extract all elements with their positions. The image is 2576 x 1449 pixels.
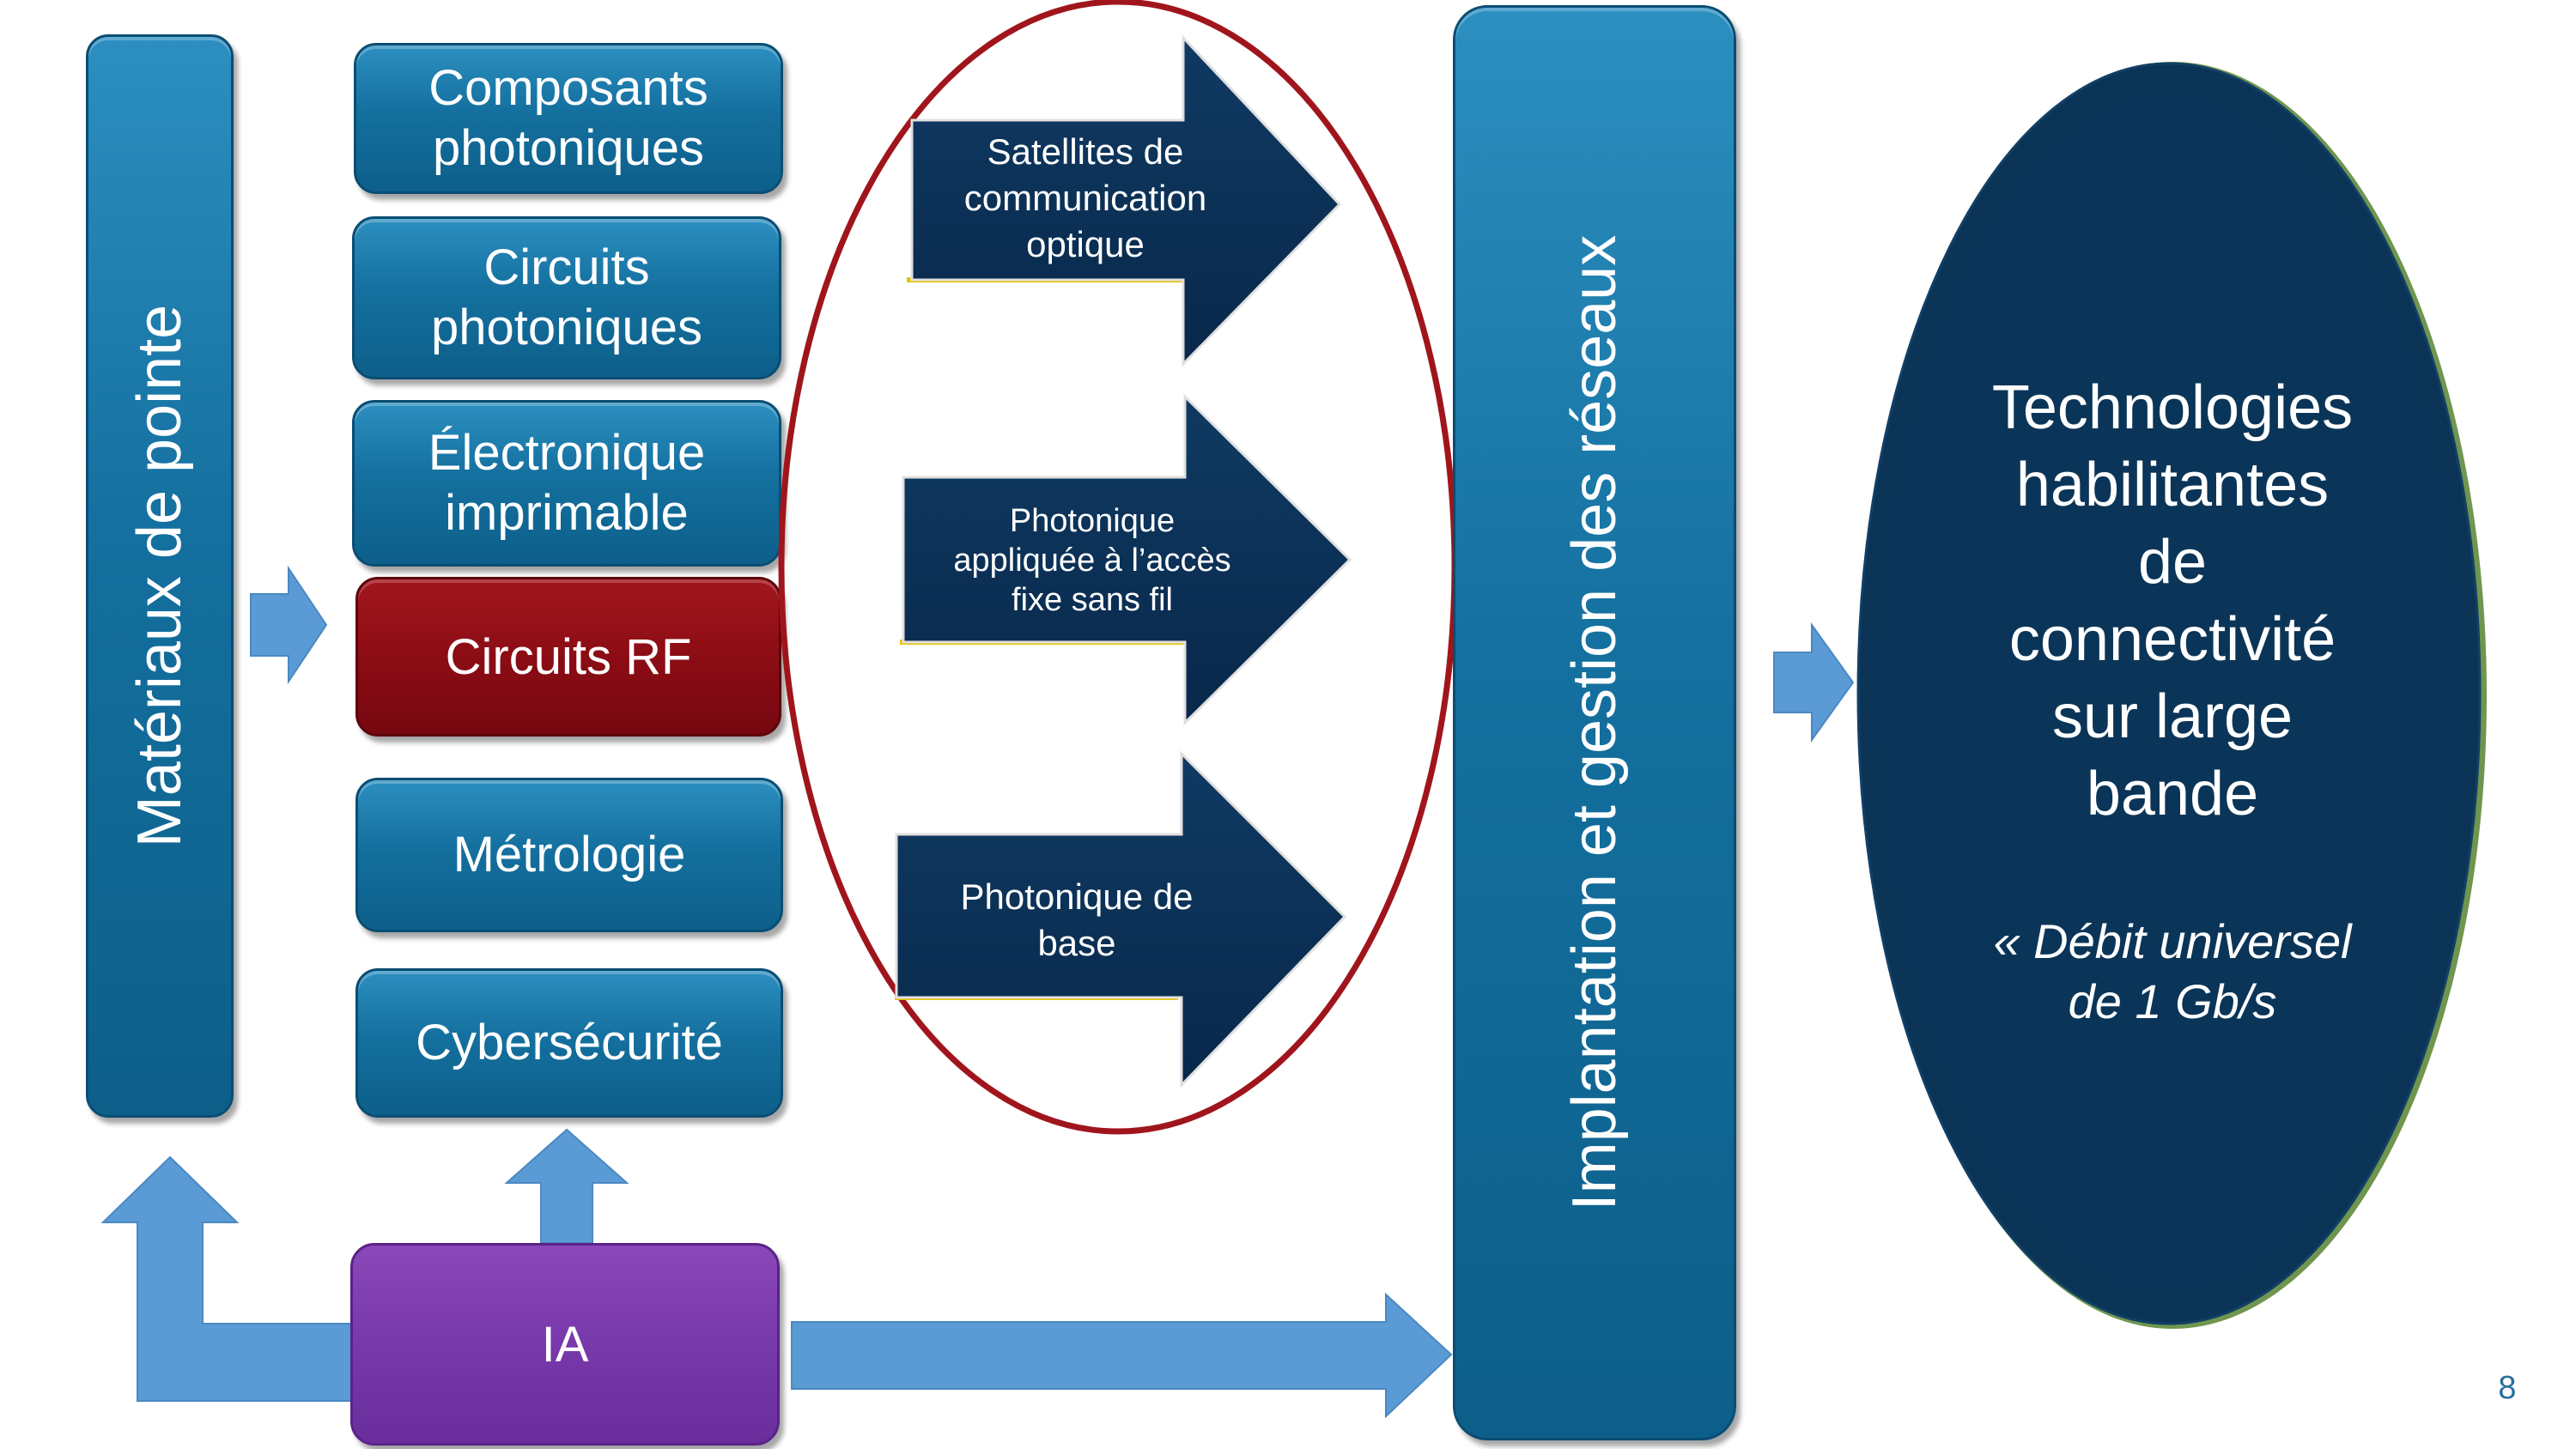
outcome-quote: « Débit universel de 1 Gb/s [1915,912,2430,1032]
arrow-fixed-wireless-line2: appliquée à l’accès [953,543,1231,579]
box-photonic-components-line2: photoniques [432,120,705,176]
page-number: 8 [2498,1370,2517,1406]
box-printable-electronics: Électronique imprimable [352,400,781,567]
arrow-optical-satellites-line2: communication [963,178,1207,218]
outcome-quote-line2: de 1 Gb/s [2068,974,2277,1028]
arrow-fixed-wireless-line3: fixe sans fil [1012,582,1173,618]
arrow-fixed-wireless-text: Photonique appliquée à l’accès fixe sans… [920,501,1264,620]
outcome-line1: Technologies [1991,373,2354,442]
arrow-base-photonics-line2: base [1037,923,1116,963]
box-ia: IA [350,1243,780,1446]
outcome-line5: sur large [2051,682,2293,751]
box-photonic-circuits: Circuits photoniques [352,216,781,379]
ia-to-materials-arrow [100,1155,353,1402]
box-cybersecurity: Cybersécurité [355,968,783,1118]
box-rf-circuits-label: Circuits RF [445,628,692,685]
arrow-base-photonics-text: Photonique de base [905,874,1249,967]
outcome-line3: de [2137,528,2208,597]
arrow-optical-satellites [910,34,1342,367]
arrow-fixed-wireless-line1: Photonique [1009,503,1176,539]
box-photonic-components: Composants photoniques [354,43,783,194]
box-ia-label: IA [541,1316,589,1373]
outcome-line6: bande [2086,760,2259,828]
box-metrology-label: Métrologie [453,827,686,882]
arrow-optical-satellites-line1: Satellites de [987,131,1184,172]
box-rf-circuits: Circuits RF [355,577,781,737]
arrow-base-photonics [895,750,1347,1088]
box-cybersecurity-label: Cybersécurité [416,1015,723,1070]
outcome-line2: habilitantes [2015,451,2330,519]
materials-bar: Matériaux de pointe [86,34,234,1118]
outcome-line4: connectivité [2008,605,2336,674]
ia-to-boxes-arrow [504,1128,629,1244]
network-bar: Implantation et gestion des réseaux [1453,5,1736,1440]
box-metrology: Métrologie [355,778,783,932]
box-photonic-circuits-line2: photoniques [430,300,703,355]
arrow-base-photonics-line1: Photonique de [960,876,1194,917]
box-photonic-circuits-line1: Circuits [483,239,650,295]
box-photonic-components-line1: Composants [428,60,708,116]
box-printable-electronics-line2: imprimable [445,485,689,541]
arrow-fixed-wireless [902,393,1352,726]
outcome-quote-line1: « Débit universel [1993,914,2352,968]
network-to-ellipse-arrow [1773,621,1855,743]
outcome-text: Technologies habilitantes de connectivit… [1915,369,2430,833]
arrow-optical-satellites-text: Satellites de communication optique [914,129,1257,268]
box-printable-electronics-line1: Électronique [428,425,706,481]
right-arrow-to-boxes [250,565,328,685]
arrow-optical-satellites-line3: optique [1026,224,1145,264]
ia-to-network-arrow [791,1292,1453,1419]
